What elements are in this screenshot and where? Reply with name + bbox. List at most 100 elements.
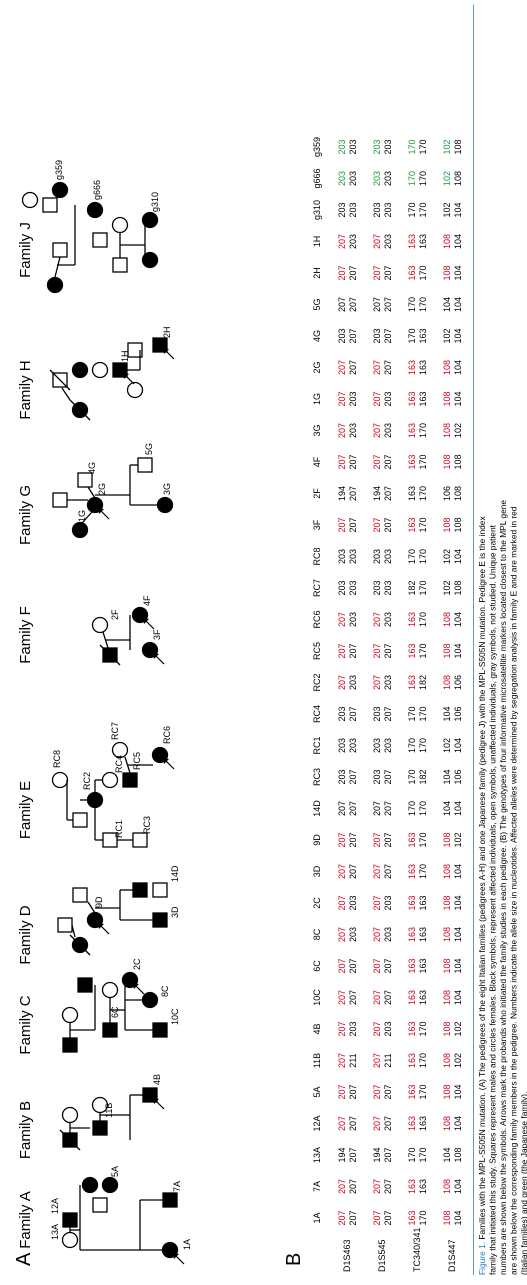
marker-label: D1S447 <box>447 1239 457 1272</box>
family-title-J: Family J <box>17 222 34 278</box>
allele-bottom: 203 <box>348 1021 358 1036</box>
allele-top: 108 <box>442 895 452 910</box>
male-symbol-14D <box>152 882 168 898</box>
female-symbol <box>61 1006 79 1024</box>
allele-bottom: 207 <box>348 958 358 973</box>
allele-top: 163 <box>407 1021 417 1036</box>
allele-bottom: 207 <box>383 454 393 469</box>
allele-top: 108 <box>442 958 452 973</box>
allele-bottom: 104 <box>453 297 463 312</box>
patient-label-7A: 7A <box>172 1181 182 1192</box>
male-symbol <box>77 977 93 993</box>
female-symbol <box>111 216 129 234</box>
patient-label-4F: 4F <box>142 595 152 606</box>
allele-bottom: 211 <box>383 1053 393 1067</box>
allele-top: 108 <box>442 612 452 627</box>
allele-bottom: 207 <box>383 265 393 280</box>
allele-top: 194 <box>372 1147 382 1162</box>
allele-bottom: 207 <box>383 643 393 658</box>
allele-top: 163 <box>407 1084 417 1099</box>
allele-top: 104 <box>442 706 452 721</box>
patient-header: RC1 <box>312 736 322 754</box>
male-symbol <box>72 812 88 828</box>
allele-top: 207 <box>372 612 382 627</box>
deceased-slash <box>59 1129 81 1151</box>
patient-label-1G: 1G <box>77 510 87 522</box>
allele-top: 203 <box>372 202 382 217</box>
allele-top: 170 <box>407 549 417 564</box>
allele-top: 163 <box>407 1053 417 1068</box>
allele-top: 104 <box>442 769 452 784</box>
patient-header: RC8 <box>312 547 322 565</box>
male-symbol-6C <box>102 1022 118 1038</box>
patient-header: RC4 <box>312 705 322 723</box>
allele-bottom: 203 <box>348 580 358 595</box>
allele-bottom: 207 <box>383 517 393 532</box>
allele-top: 102 <box>442 139 452 154</box>
allele-bottom: 170 <box>418 801 428 816</box>
marker-label: D1S463 <box>342 1239 352 1272</box>
allele-bottom: 203 <box>348 549 358 564</box>
patient-label-g310: g310 <box>150 192 160 212</box>
allele-bottom: 170 <box>418 1053 428 1068</box>
allele-bottom: 207 <box>348 360 358 375</box>
panel-a-letter: A <box>13 1252 35 1266</box>
allele-bottom: 104 <box>453 360 463 375</box>
patient-label-8C: 8C <box>160 985 170 997</box>
allele-bottom: 104 <box>453 895 463 910</box>
allele-bottom: 170 <box>418 1210 428 1225</box>
allele-top: 108 <box>442 1084 452 1099</box>
allele-bottom: 203 <box>383 612 393 627</box>
female-symbol <box>101 981 119 999</box>
allele-top: 163 <box>407 643 417 658</box>
allele-bottom: 207 <box>383 864 393 879</box>
allele-bottom: 170 <box>418 1021 428 1036</box>
allele-bottom: 203 <box>348 202 358 217</box>
allele-bottom: 104 <box>453 328 463 343</box>
male-symbol-5G <box>137 457 153 473</box>
allele-top: 207 <box>337 675 347 690</box>
allele-bottom: 170 <box>418 265 428 280</box>
allele-top: 108 <box>442 360 452 375</box>
allele-bottom: 170 <box>418 580 428 595</box>
patient-header: 7A <box>312 1181 322 1192</box>
allele-bottom: 203 <box>383 1021 393 1036</box>
allele-bottom: 182 <box>418 675 428 690</box>
allele-bottom: 170 <box>418 139 428 154</box>
allele-top: 102 <box>442 549 452 564</box>
allele-top: 108 <box>442 454 452 469</box>
patient-header: g310 <box>312 200 322 220</box>
allele-bottom: 207 <box>348 1116 358 1131</box>
allele-bottom: 104 <box>453 1179 463 1194</box>
allele-bottom: 203 <box>383 895 393 910</box>
allele-top: 207 <box>337 1021 347 1036</box>
male-symbol-7A <box>162 1192 178 1208</box>
proband-arrow-icon <box>153 653 165 665</box>
allele-bottom: 207 <box>383 360 393 375</box>
allele-bottom: 163 <box>418 958 428 973</box>
allele-top: 170 <box>407 1147 417 1162</box>
female-symbol <box>71 361 89 379</box>
patient-header: RC5 <box>312 642 322 660</box>
allele-top: 203 <box>337 549 347 564</box>
allele-top: 207 <box>372 391 382 406</box>
allele-bottom: 207 <box>348 1210 358 1225</box>
allele-top: 163 <box>407 517 417 532</box>
allele-top: 207 <box>337 1053 347 1068</box>
allele-top: 163 <box>407 895 417 910</box>
family-title-E: Family E <box>17 781 34 839</box>
allele-top: 170 <box>407 738 417 753</box>
patient-header: 4G <box>312 330 322 342</box>
allele-top: 104 <box>442 1147 452 1162</box>
allele-bottom: 108 <box>453 1147 463 1162</box>
allele-top: 207 <box>337 517 347 532</box>
patient-header: 3F <box>312 519 322 530</box>
allele-bottom: 104 <box>453 738 463 753</box>
male-symbol <box>52 492 68 508</box>
patient-header: 2G <box>312 361 322 373</box>
allele-bottom: 203 <box>383 423 393 438</box>
allele-top: 170 <box>407 328 417 343</box>
proband-arrow-icon <box>163 758 175 770</box>
allele-top: 207 <box>337 297 347 312</box>
patient-label-6C: 6C <box>110 1006 120 1018</box>
